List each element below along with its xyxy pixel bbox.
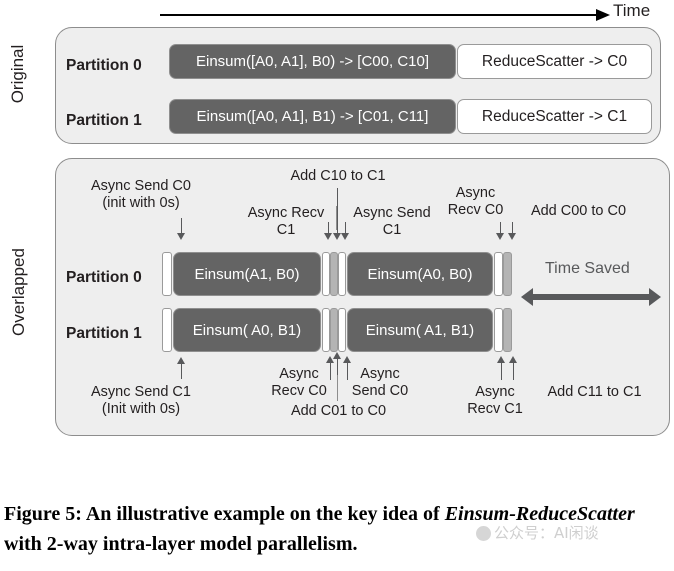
anno-add-c00-to-c0: Add C00 to C0	[530, 203, 627, 219]
overlapped-row-0-slab-2	[330, 252, 338, 296]
overlapped-row-1-slab-5	[503, 308, 512, 352]
arrow-add-c10-to-c1-icon	[333, 188, 342, 240]
watermark: 公众号：AI闲谈	[476, 522, 599, 543]
caption-suffix: with 2-way intra-layer model parallelism…	[4, 533, 358, 555]
overlapped-row-0-slab-1	[322, 252, 330, 296]
time-axis-line	[160, 14, 598, 16]
original-row-0-label: Partition 0	[66, 57, 142, 74]
overlapped-row-1-slab-2	[330, 308, 338, 352]
arrow-async-send-c1-init-icon	[177, 357, 186, 379]
arrow-async-recv-c1-bottom-icon	[497, 356, 506, 380]
overlapped-row-0-einsum-1: Einsum(A0, B0)	[347, 252, 493, 296]
overlapped-row-1-einsum-0: Einsum( A0, B1)	[173, 308, 321, 352]
overlapped-row-0-slab-3	[338, 252, 346, 296]
arrow-async-recv-c0-icon	[496, 222, 505, 240]
original-row-0-reducescatter-bar: ReduceScatter -> C0	[457, 44, 652, 79]
overlapped-row-1-slab-3	[338, 308, 346, 352]
time-axis-arrow	[160, 6, 610, 24]
arrow-add-c00-to-c0-icon	[508, 222, 517, 240]
anno-async-recv-c1: Async Recv C1	[247, 205, 325, 238]
overlapped-row-0-slab-0	[162, 252, 172, 296]
arrow-async-recv-c0-bottom-icon	[326, 356, 335, 380]
arrow-add-c11-to-c1-icon	[509, 356, 518, 380]
arrow-async-recv-c1-icon	[324, 222, 333, 240]
arrow-async-send-c0-bottom-icon	[343, 356, 352, 380]
section-label-original: Original	[8, 44, 27, 104]
anno-divider-tick-bottom	[337, 375, 339, 401]
time-axis-arrowhead-icon	[596, 8, 610, 21]
anno-async-recv-c0-bottom: Async Recv C0	[271, 366, 327, 399]
overlapped-row-1-label: Partition 1	[66, 325, 142, 342]
section-label-overlapped: Overlapped	[9, 248, 28, 336]
anno-async-recv-c1-bottom: Async Recv C1	[467, 384, 523, 417]
anno-async-send-c1: Async Send C1	[353, 205, 431, 238]
time-saved-double-arrow-icon	[521, 288, 661, 306]
original-row-1-einsum-bar: Einsum([A0, A1], B1) -> [C01, C11]	[169, 99, 456, 134]
overlapped-row-1-slab-4	[494, 308, 503, 352]
overlapped-row-0-einsum-0: Einsum(A1, B0)	[173, 252, 321, 296]
anno-add-c01-to-c0: Add C01 to C0	[290, 403, 387, 419]
arrow-async-send-c0-icon	[177, 218, 186, 240]
time-axis-label: Time	[613, 1, 651, 20]
watermark-dot-icon	[476, 526, 491, 541]
overlapped-row-0-slab-4	[494, 252, 503, 296]
original-row-0-einsum-bar: Einsum([A0, A1], B0) -> [C00, C10]	[169, 44, 456, 79]
anno-divider-tick-top	[336, 206, 338, 230]
anno-add-c10-to-c1: Add C10 to C1	[290, 168, 386, 184]
figure-caption: Figure 5: An illustrative example on the…	[4, 499, 672, 559]
anno-add-c11-to-c1: Add C11 to C1	[547, 384, 642, 400]
overlapped-row-1-slab-0	[162, 308, 172, 352]
watermark-text: 公众号：AI闲谈	[494, 524, 599, 542]
anno-async-send-c1-init: Async Send C1 (Init with 0s)	[91, 384, 191, 417]
overlapped-row-1-einsum-1: Einsum( A1, B1)	[347, 308, 493, 352]
anno-async-send-c0: Async Send C0 (init with 0s)	[91, 178, 191, 211]
anno-async-send-c0-bottom: Async Send C0	[351, 366, 409, 399]
overlapped-row-1-slab-1	[322, 308, 330, 352]
overlapped-row-0-slab-5	[503, 252, 512, 296]
original-row-1-label: Partition 1	[66, 112, 142, 129]
arrow-async-send-c1-icon	[341, 222, 350, 240]
original-row-1-reducescatter-bar: ReduceScatter -> C1	[457, 99, 652, 134]
overlapped-row-0-label: Partition 0	[66, 269, 142, 286]
anno-async-recv-c0: Async Recv C0	[447, 185, 504, 218]
caption-prefix: Figure 5: An illustrative example on the…	[4, 503, 445, 525]
time-saved-label: Time Saved	[545, 260, 630, 277]
arrow-add-c01-to-c0-icon	[333, 352, 342, 382]
caption-emphasis: Einsum-ReduceScatter	[444, 503, 635, 525]
